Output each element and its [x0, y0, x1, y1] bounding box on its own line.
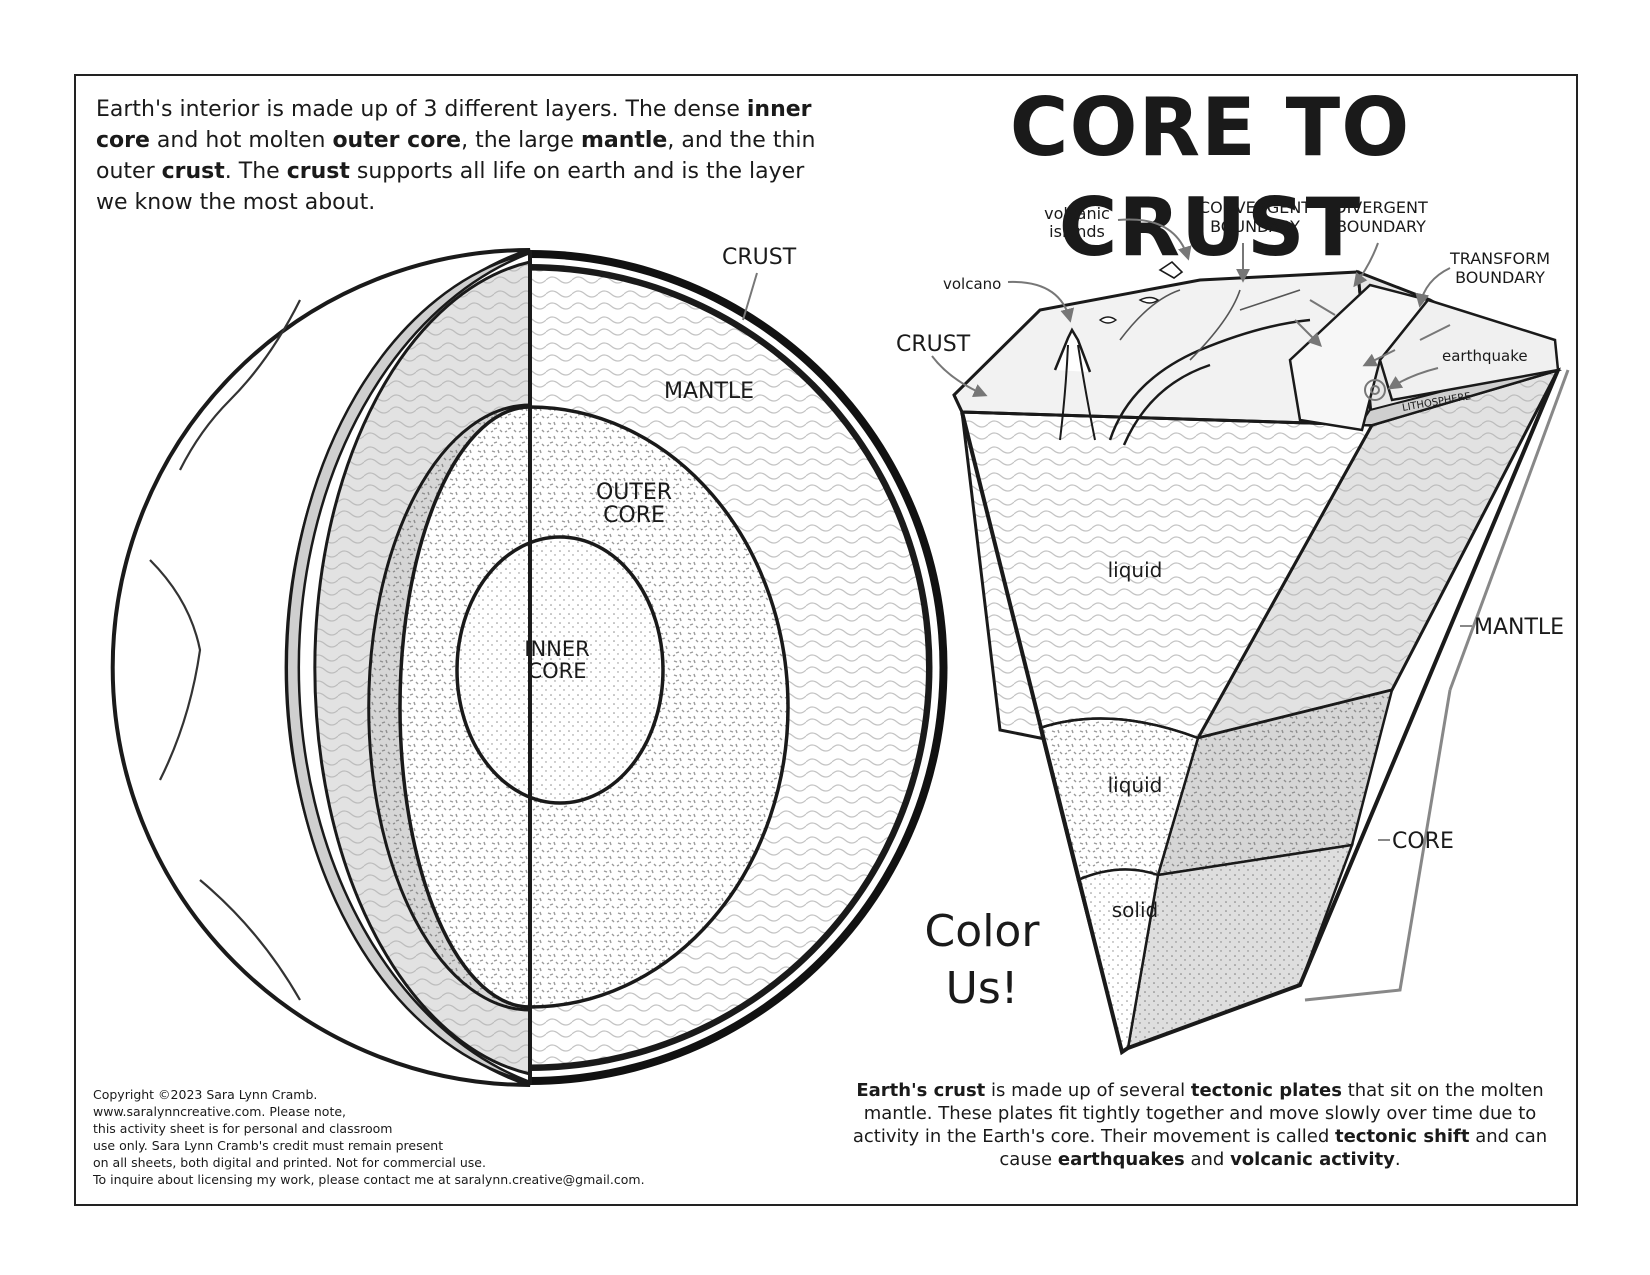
earth-wedge: volcanic islands CONVERGENT BOUNDARY DIV…	[896, 198, 1570, 1056]
color-us-line-2: Us!	[946, 963, 1019, 1014]
wedge-side-inner-core	[1126, 843, 1354, 1050]
sphere-label-crust: CRUST	[722, 245, 797, 270]
earthquake-marker	[1364, 379, 1386, 401]
volcano-arrow	[1007, 280, 1075, 323]
label-volcanic-islands-2: islands	[1049, 222, 1105, 241]
inner-core	[455, 535, 665, 805]
label-convergent-2: BOUNDARY	[1210, 217, 1300, 236]
sphere-label-outer-core-2: CORE	[603, 503, 665, 528]
page-border	[74, 74, 1578, 1206]
copyright-line: www.saralynncreative.com. Please note,	[93, 1104, 347, 1119]
copyright-line: this activity sheet is for personal and …	[93, 1121, 393, 1136]
crust-band-side	[285, 251, 531, 1084]
label-transform-2: BOUNDARY	[1455, 268, 1545, 287]
label-transform-1: TRANSFORM	[1449, 249, 1550, 268]
label-wedge-mantle: MANTLE	[1474, 615, 1564, 640]
color-us-line-1: Color	[925, 906, 1041, 957]
copyright-line: Copyright ©2023 Sara Lynn Cramb.	[93, 1087, 318, 1102]
page-title: CORE TO CRUST	[1009, 81, 1411, 274]
intro-paragraph: Earth's interior is made up of 3 differe…	[96, 97, 816, 215]
sphere-label-mantle: MANTLE	[664, 379, 754, 404]
label-volcano: volcano	[943, 275, 1001, 293]
earthquake-arrow	[1387, 367, 1439, 390]
tectonics-paragraph: Earth's crust is made up of several tect…	[852, 1080, 1548, 1170]
label-convergent-1: CONVERGENT	[1199, 198, 1311, 217]
divergent-arrow	[1353, 242, 1379, 288]
label-liquid-mantle: liquid	[1108, 558, 1163, 582]
earth-cutaway: CRUST MANTLE OUTER CORE INNER CORE	[110, 245, 948, 1087]
volcanic-islands-arrow	[1117, 218, 1192, 261]
copyright-line: use only. Sara Lynn Cramb's credit must …	[93, 1138, 444, 1153]
transform-arrow	[1415, 267, 1451, 308]
label-wedge-core: CORE	[1392, 829, 1454, 854]
wedge-front-inner-core	[1076, 868, 1160, 1055]
copyright-notice: Copyright ©2023 Sara Lynn Cramb. www.sar…	[93, 1086, 653, 1188]
label-liquid-core: liquid	[1108, 773, 1163, 797]
label-volcanic-islands-1: volcanic	[1044, 204, 1110, 223]
label-solid: solid	[1112, 898, 1158, 922]
sphere-label-inner-core-2: CORE	[527, 659, 586, 683]
continent-outlines	[149, 299, 301, 1001]
transform-plate	[1378, 298, 1560, 402]
label-divergent-2: BOUNDARY	[1336, 217, 1426, 236]
wedge-crust-arrow	[931, 355, 988, 398]
label-divergent-1: DIVERGENT	[1334, 198, 1428, 217]
sphere-label-inner-core-1: INNER	[524, 637, 589, 661]
label-earthquake: earthquake	[1442, 347, 1528, 365]
sphere-label-outer-core-1: OUTER	[596, 480, 672, 505]
label-wedge-crust: CRUST	[896, 332, 971, 357]
copyright-line: on all sheets, both digital and printed.…	[93, 1155, 486, 1170]
copyright-line: To inquire about licensing my work, plea…	[93, 1172, 645, 1187]
crust-pointer	[742, 272, 758, 321]
